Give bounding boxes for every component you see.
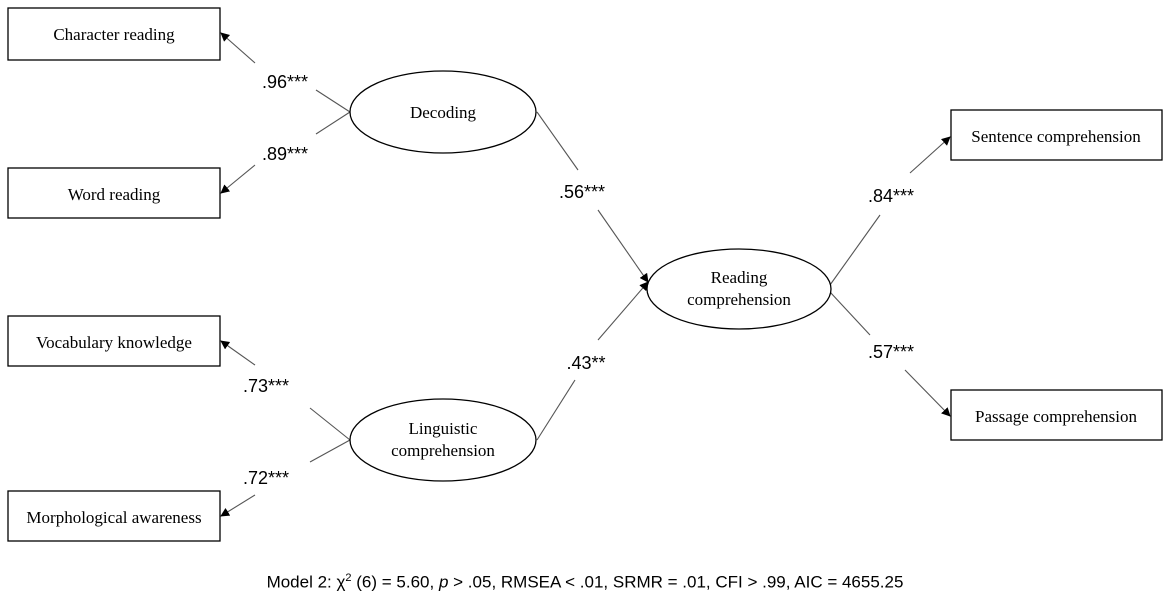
label-linguistic-line2: comprehension — [391, 441, 495, 460]
label-linguistic-line1: Linguistic — [409, 419, 478, 438]
path-decoding-reading — [536, 111, 649, 283]
label-reading-line2: comprehension — [687, 290, 791, 309]
coef-linguistic-morphological: .72*** — [243, 468, 289, 488]
latent-linguistic-comprehension: Linguistic comprehension — [349, 398, 537, 482]
path-decoding-word — [220, 111, 351, 194]
label-reading-line1: Reading — [711, 268, 768, 287]
fit-chi-superscript: 2 — [345, 572, 352, 584]
label-word-reading: Word reading — [68, 185, 161, 204]
label-sentence-comprehension: Sentence comprehension — [971, 127, 1141, 146]
box-word-reading: Word reading — [7, 167, 221, 219]
box-character-reading: Character reading — [7, 7, 221, 61]
box-passage-comprehension: Passage comprehension — [950, 389, 1163, 441]
box-morphological-awareness: Morphological awareness — [7, 490, 221, 542]
fit-prefix: Model 2: χ — [266, 572, 346, 592]
path-reading-passage — [829, 291, 951, 417]
label-character-reading: Character reading — [53, 25, 175, 44]
fit-p-italic: p — [438, 572, 449, 592]
model-fit-statistics: Model 2: χ2 (6) = 5.60, p > .05, RMSEA <… — [0, 572, 1170, 593]
label-vocabulary-knowledge: Vocabulary knowledge — [36, 333, 192, 352]
fit-df: (6) = 5.60, — [351, 572, 439, 592]
path-reading-sentence — [829, 136, 951, 286]
fit-rest: > .05, RMSEA < .01, SRMR = .01, CFI > .9… — [448, 572, 904, 592]
box-vocabulary-knowledge: Vocabulary knowledge — [7, 315, 221, 367]
coef-decoding-reading: .56*** — [559, 182, 605, 202]
coef-linguistic-reading: .43** — [566, 353, 605, 373]
path-linguistic-reading — [536, 281, 649, 441]
path-decoding-character — [220, 32, 351, 113]
label-morphological-awareness: Morphological awareness — [26, 508, 201, 527]
latent-reading-comprehension: Reading comprehension — [646, 248, 832, 330]
coef-linguistic-vocabulary: .73*** — [243, 376, 289, 396]
latent-decoding: Decoding — [349, 70, 537, 154]
box-sentence-comprehension: Sentence comprehension — [950, 109, 1163, 161]
coef-decoding-character: .96*** — [262, 72, 308, 92]
label-decoding: Decoding — [410, 103, 477, 122]
path-linguistic-vocabulary — [220, 340, 351, 441]
path-linguistic-morphological — [220, 439, 351, 517]
coef-decoding-word: .89*** — [262, 144, 308, 164]
coef-reading-sentence: .84*** — [868, 186, 914, 206]
coef-reading-passage: .57*** — [868, 342, 914, 362]
label-passage-comprehension: Passage comprehension — [975, 407, 1137, 426]
